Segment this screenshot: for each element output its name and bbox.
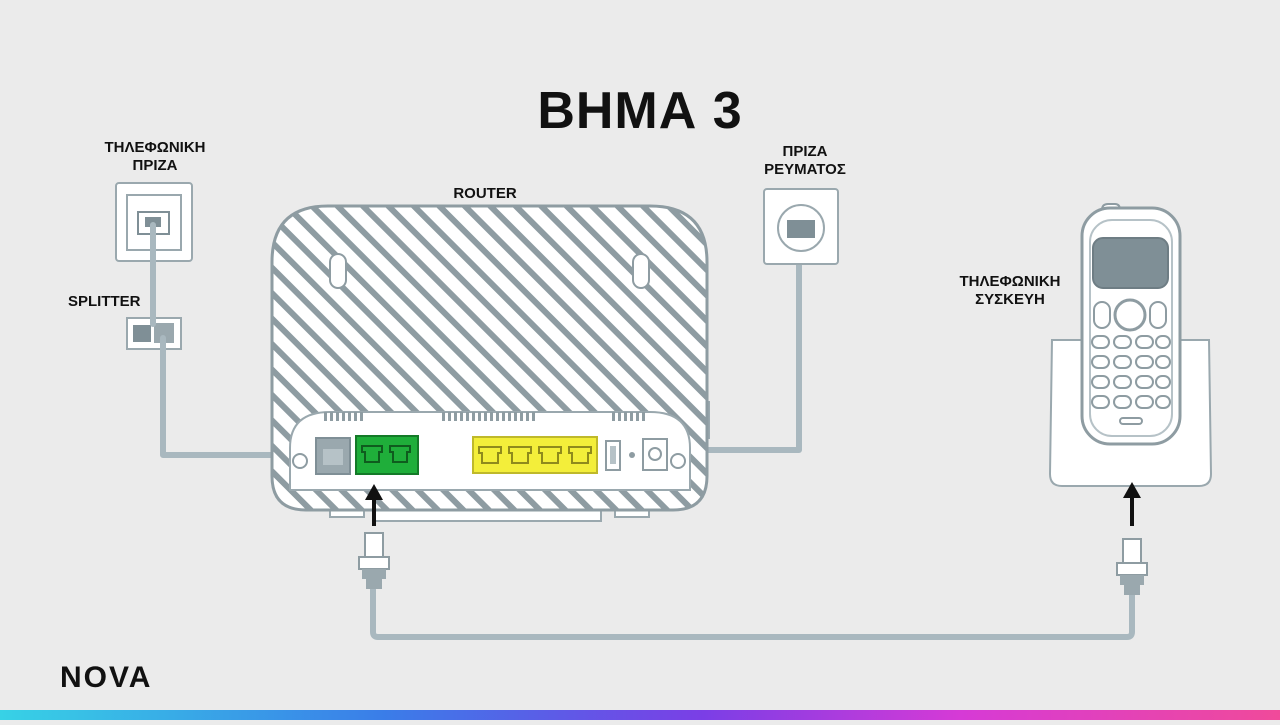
brand-logo: NOVA <box>60 661 153 694</box>
brand-gradient-bar <box>0 710 1280 720</box>
cable-splitter-to-router <box>160 335 321 458</box>
power-socket-icon <box>763 188 839 265</box>
reset-button <box>629 452 635 458</box>
splitter-label: SPLITTER <box>68 293 141 310</box>
cordless-phone-icon <box>1048 203 1213 487</box>
power-socket-label: ΠΡΙΖΑ ΡΕΥΜΑΤΟΣ <box>764 143 846 178</box>
lan-ports <box>472 436 598 474</box>
arrow-up-icon <box>1123 482 1141 526</box>
rj11-plug-icon <box>1116 538 1148 595</box>
arrow-up-icon <box>365 484 383 526</box>
phone-label: ΤΗΛΕΦΩΝΙΚΗ ΣΥΣΚΕΥΗ <box>959 273 1061 308</box>
page-title: ΒΗΜΑ 3 <box>537 82 743 140</box>
router-label: ROUTER <box>453 185 517 202</box>
router-icon <box>270 204 710 522</box>
rj11-plug-icon <box>358 532 390 589</box>
splitter-icon <box>126 317 182 350</box>
phone-ports <box>355 435 419 475</box>
wall-socket-label: ΤΗΛΕΦΩΝΙΚΗ ΠΡΙΖΑ <box>104 139 206 174</box>
cable-phone-to-router <box>370 582 1135 640</box>
